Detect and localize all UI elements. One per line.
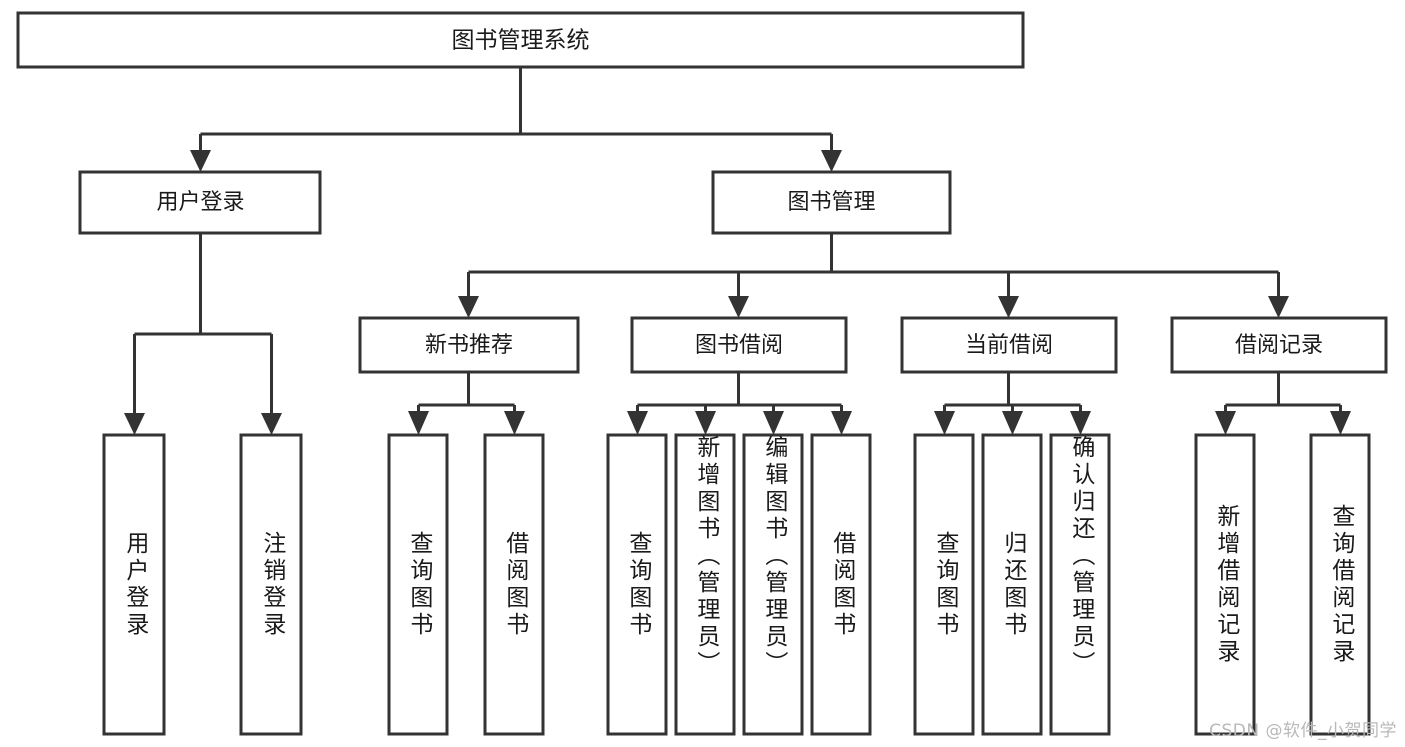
node-box-leaf-logout[interactable] — [239, 433, 303, 736]
arrow-head-newbook-child-2 — [504, 411, 525, 435]
node-box-book-management[interactable] — [711, 170, 952, 235]
connector-group-new-book — [408, 372, 525, 435]
node-box-leaf-borrow-book[interactable] — [810, 433, 872, 736]
node-box-user-login[interactable] — [78, 170, 322, 235]
arrow-head-bookborrow-child-2 — [695, 411, 716, 435]
node-box-root[interactable] — [16, 11, 1025, 69]
arrow-head-bookborrow-child-3 — [763, 411, 784, 435]
node-box-leaf-query-book-new[interactable] — [387, 433, 449, 736]
node-label-borrow-record: 借阅记录 — [1235, 333, 1323, 358]
arrow-head-newbook-child-1 — [408, 411, 429, 435]
node-label-new-book-recommend: 新书推荐 — [425, 333, 513, 358]
node-label-root: 图书管理系统 — [452, 28, 590, 54]
arrow-head-to-current-borrow — [998, 296, 1019, 318]
connector-group-user-login — [124, 233, 282, 435]
arrow-head-user-child-2 — [261, 413, 282, 435]
arrow-head-to-book-mgmt — [821, 150, 842, 172]
connector-group-current-borrow — [934, 372, 1091, 435]
arrow-head-user-child-1 — [124, 413, 145, 435]
arrow-head-current-child-2 — [1002, 411, 1023, 435]
node-box-leaf-add-book-admin[interactable] — [674, 433, 736, 736]
node-box-leaf-user-login[interactable] — [102, 433, 166, 736]
arrow-head-record-child-2 — [1330, 411, 1351, 435]
arrow-head-to-borrow-record — [1268, 296, 1289, 318]
node-label-book-management: 图书管理 — [787, 190, 875, 215]
node-label-user-login: 用户登录 — [156, 190, 244, 215]
node-box-leaf-add-borrow-record[interactable] — [1194, 433, 1256, 736]
arrow-head-current-child-1 — [934, 411, 955, 435]
node-box-leaf-query-book-current[interactable] — [913, 433, 975, 736]
arrow-head-bookborrow-child-1 — [627, 411, 648, 435]
watermark-text: CSDN @软件_小贺同学 — [1209, 721, 1397, 741]
connector-group-root — [190, 67, 842, 172]
node-box-leaf-edit-book-admin[interactable] — [742, 433, 804, 736]
connector-group-book-borrow — [627, 372, 852, 435]
node-label-current-borrow: 当前借阅 — [965, 333, 1053, 358]
connector-group-book-mgmt — [458, 233, 1289, 318]
arrow-head-record-child-1 — [1215, 411, 1236, 435]
node-box-new-book-recommend[interactable] — [358, 316, 580, 374]
arrow-head-current-child-3 — [1070, 411, 1091, 435]
node-box-borrow-record[interactable] — [1170, 316, 1388, 374]
node-box-leaf-query-borrow-record[interactable] — [1309, 433, 1371, 736]
arrow-head-to-book-borrow — [728, 296, 749, 318]
node-box-leaf-query-book-borrow[interactable] — [606, 433, 668, 736]
arrow-head-bookborrow-child-4 — [831, 411, 852, 435]
arrow-head-to-user-login — [190, 150, 211, 172]
node-box-current-borrow[interactable] — [900, 316, 1118, 374]
node-box-leaf-confirm-return-admin[interactable] — [1049, 433, 1111, 736]
node-box-leaf-return-book[interactable] — [981, 433, 1043, 736]
arrow-head-to-new-book — [458, 296, 479, 318]
node-box-book-borrow[interactable] — [630, 316, 848, 374]
node-box-leaf-borrow-book-new[interactable] — [483, 433, 545, 736]
node-label-book-borrow: 图书借阅 — [695, 333, 783, 358]
connector-group-borrow-record — [1215, 372, 1351, 435]
